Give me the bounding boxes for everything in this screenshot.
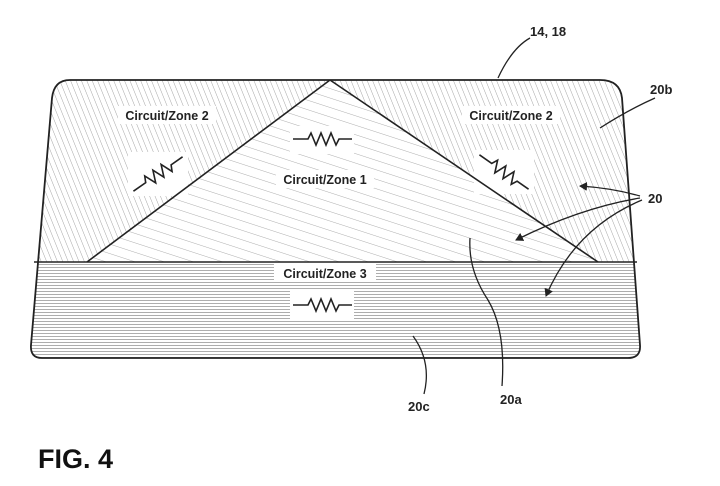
ref-zone-b: 20b bbox=[650, 82, 672, 97]
heater-panel bbox=[20, 70, 660, 372]
ref-heater: 20 bbox=[648, 191, 662, 206]
zone1-label: Circuit/Zone 1 bbox=[283, 173, 366, 187]
leader-assembly bbox=[498, 38, 530, 78]
zone2-right-label: Circuit/Zone 2 bbox=[469, 109, 552, 123]
zone2-left-label: Circuit/Zone 2 bbox=[125, 109, 208, 123]
ref-assembly: 14, 18 bbox=[530, 24, 566, 39]
ref-zone-a: 20a bbox=[500, 392, 522, 407]
figure-label: FIG. 4 bbox=[38, 444, 113, 474]
zone3-label: Circuit/Zone 3 bbox=[283, 267, 366, 281]
ref-zone-c: 20c bbox=[408, 399, 430, 414]
